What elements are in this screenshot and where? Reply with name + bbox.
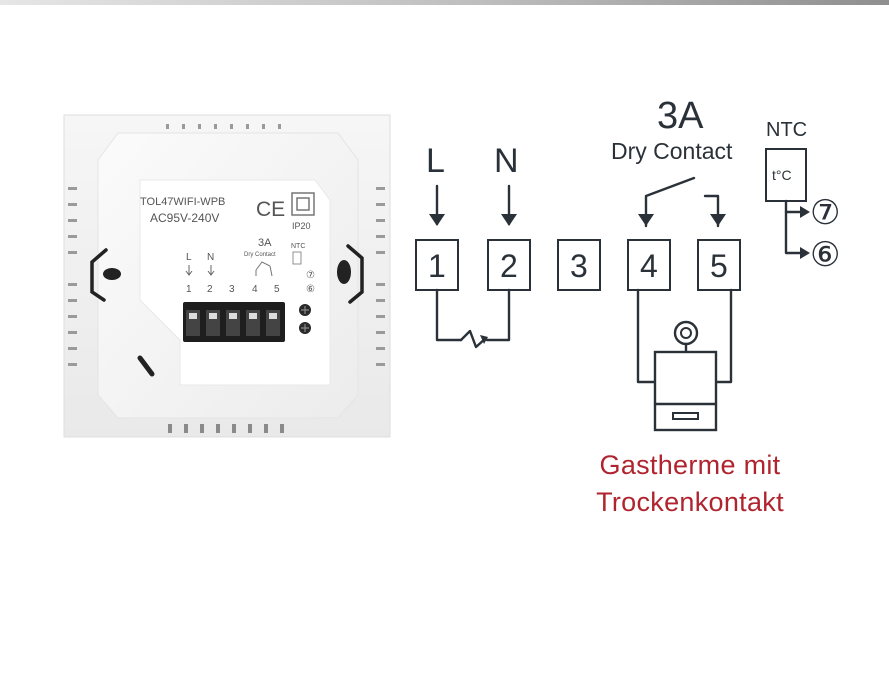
- device-model-text: TOL47WIFI-WPB: [140, 196, 225, 208]
- class2-outer-square-icon: [291, 192, 315, 216]
- left-vents: [68, 187, 77, 366]
- bottom-mount-notch: [137, 355, 155, 377]
- sensor-screw-6-slot-icon: [301, 324, 309, 332]
- ntc-terminal-6: ⑥: [810, 236, 840, 274]
- device-ntc-label: NTC: [291, 243, 305, 250]
- device-neutral-label: N: [207, 252, 214, 263]
- terminal-number-1: 1: [428, 248, 446, 284]
- top-vents: [166, 124, 281, 129]
- ntc-arrow-7-icon: [800, 206, 810, 218]
- device-ntc-sensor-icon: [292, 251, 302, 265]
- device-contact-rating: 3A: [258, 237, 272, 249]
- ntc-arrow-6-icon: [800, 247, 810, 259]
- terminal-number-5: 5: [710, 248, 728, 284]
- boiler-wire-4: [636, 288, 657, 384]
- right-mount-bracket: [346, 244, 364, 304]
- device-terminal-label-3: 3: [229, 284, 235, 295]
- terminal-box-5: [697, 239, 741, 291]
- wiring-diagram: L N 3A Dry Contact 1 2 3 4 5: [415, 95, 840, 432]
- device-terminal-label-1: 1: [186, 284, 192, 295]
- device-ip-rating: IP20: [292, 221, 311, 231]
- caption-line-1: Gastherme mit: [599, 450, 781, 480]
- right-mount-hole: [337, 260, 351, 284]
- terminal-number-3: 3: [570, 248, 588, 284]
- relay-switch-blade: [644, 176, 696, 228]
- terminal-box-3: [557, 239, 601, 291]
- class2-inner-square-icon: [296, 197, 310, 211]
- sensor-screw-7-slot-icon: [301, 306, 309, 314]
- power-loop-left: [435, 288, 463, 342]
- line-label: L: [426, 142, 445, 180]
- thermostat-back-panel: TOL47WIFI-WPB AC95V-240V CE IP20 3A Dry …: [63, 114, 391, 438]
- device-line-label: L: [186, 252, 192, 263]
- device-sensor-terminal-7: ⑦: [306, 270, 315, 281]
- device-ce-mark: CE: [256, 198, 285, 221]
- device-neutral-arrow-icon: [207, 265, 215, 276]
- device-voltage-text: AC95V-240V: [150, 211, 219, 225]
- device-relay-symbol-icon: [255, 261, 273, 277]
- right-vents: [376, 187, 385, 366]
- device-terminal-label-5: 5: [274, 284, 280, 295]
- power-zigzag-icon: [459, 329, 488, 349]
- terminal-number-4: 4: [640, 248, 658, 284]
- left-mount-hole: [103, 268, 121, 280]
- relay-arrow-4-icon: [638, 214, 654, 226]
- device-sensor-terminal-6: ⑥: [306, 284, 315, 295]
- screw-terminal-block: [183, 302, 285, 342]
- neutral-label: N: [494, 142, 519, 180]
- relay-arrow-5-icon: [710, 214, 726, 226]
- dry-contact-label: Dry Contact: [611, 138, 733, 164]
- line-arrow-icon: [429, 214, 445, 226]
- device-contact-label: Dry Contact: [244, 252, 276, 258]
- top-gradient-bar: [0, 0, 889, 5]
- ntc-wire-6: [784, 210, 808, 255]
- ntc-terminal-7: ⑦: [810, 194, 840, 232]
- neutral-arrow-icon: [501, 214, 517, 226]
- left-mount-bracket: [90, 248, 108, 302]
- terminal-box-4: [627, 239, 671, 291]
- boiler-wire-5: [714, 288, 733, 384]
- ntc-sensor-symbol: t°C: [772, 167, 792, 183]
- power-loop-right: [485, 288, 511, 342]
- device-line-arrow-icon: [185, 265, 193, 276]
- ntc-label: NTC: [766, 119, 807, 141]
- contact-rating-label: 3A: [657, 95, 704, 137]
- power-zigzag-arrow-icon: [480, 335, 488, 344]
- caption-line-2: Trockenkontakt: [596, 487, 784, 517]
- device-terminal-label-4: 4: [252, 284, 258, 295]
- gas-boiler-icon: [653, 320, 718, 432]
- terminal-number-2: 2: [500, 248, 518, 284]
- device-terminal-label-2: 2: [207, 284, 213, 295]
- bottom-vents: [168, 424, 284, 433]
